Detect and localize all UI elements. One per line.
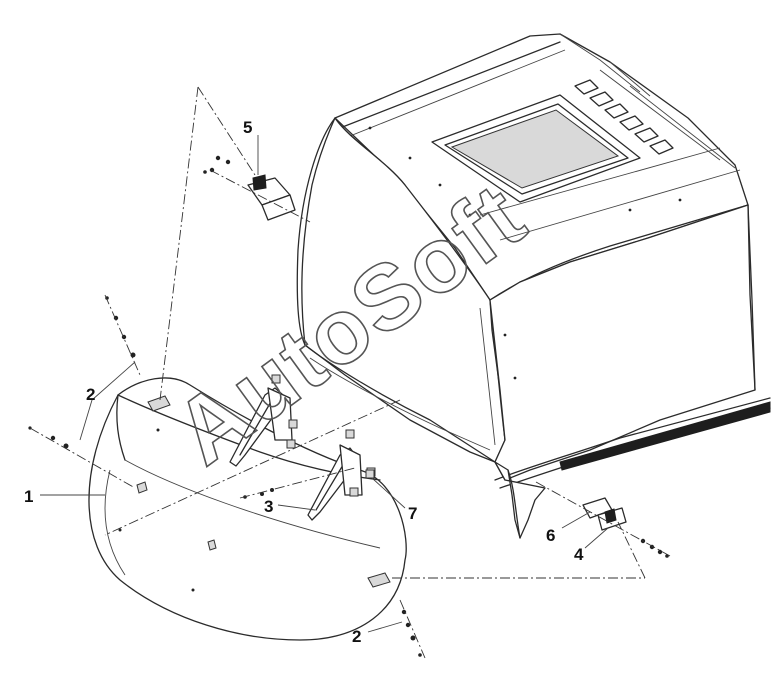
cab-body (296, 33, 771, 539)
roof-vents (574, 79, 674, 155)
callout-7: 7 (408, 504, 417, 523)
callout-labels: 5 2 1 3 7 6 4 2 (24, 118, 584, 646)
deflector-brackets (229, 374, 376, 521)
callout-2-upper: 2 (86, 385, 95, 404)
callout-6: 6 (546, 526, 555, 545)
cab-side-panel (489, 204, 756, 481)
deflector-pad-bottom (367, 572, 391, 588)
callout-4: 4 (574, 545, 584, 564)
clip-assembly-top (203, 155, 296, 221)
callout-5: 5 (243, 118, 252, 137)
clip-assembly-right (582, 497, 669, 558)
callout-3: 3 (264, 497, 273, 516)
roof-hatch (431, 94, 641, 203)
roof-deflector-panel (88, 377, 407, 641)
deflector-pad-top (147, 395, 171, 412)
assembly-lines (29, 86, 671, 659)
deflector-shell (88, 377, 407, 641)
callout-1: 1 (24, 487, 33, 506)
callout-2-lower: 2 (352, 627, 361, 646)
